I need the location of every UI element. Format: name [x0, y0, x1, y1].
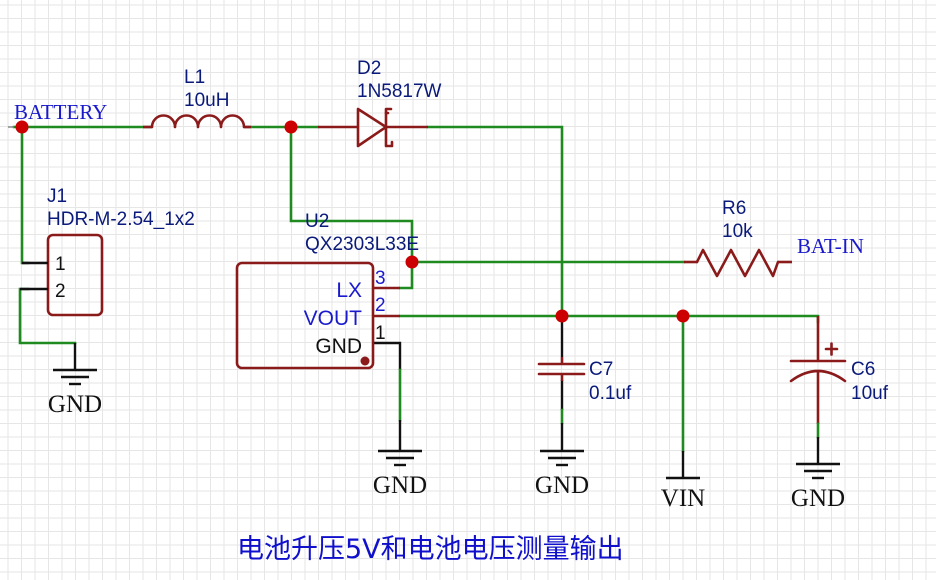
schematic-title: 电池升压5V和电池电压测量输出 [237, 534, 624, 565]
resistor-r6[interactable]: R6 10k [684, 198, 792, 278]
u2-pin1-num: 1 [375, 323, 386, 344]
j1-designator: J1 [47, 186, 67, 207]
j1-body [46, 233, 104, 317]
schottky-cathode-bar [384, 111, 394, 148]
l1-designator: L1 [184, 67, 205, 88]
c6-designator: C6 [851, 359, 875, 380]
wire-u2-gnd-pin [373, 341, 402, 370]
diode-triangle [356, 107, 388, 148]
ic-u2[interactable]: U2 QX2303L33E LX VOUT GND 3 2 1 [235, 211, 419, 370]
u2-value: QX2303L33E [305, 234, 419, 255]
vin-label: VIN [661, 485, 705, 512]
c7-designator: C7 [589, 359, 613, 380]
d2-value: 1N5817W [357, 81, 442, 102]
gnd-label-c7: GND [535, 472, 589, 499]
d2-designator: D2 [357, 58, 381, 79]
gnd-label-c6: GND [791, 485, 845, 512]
gnd-symbol-c6[interactable]: GND [791, 462, 845, 512]
j1-pin1-label: 1 [55, 254, 66, 275]
junction-vout-vin [676, 309, 690, 323]
gnd-symbol-u2[interactable]: GND [373, 449, 427, 499]
u2-pin3-num: 3 [375, 268, 386, 289]
wire-d2-to-vout[interactable] [426, 125, 564, 318]
junction-battery [15, 120, 29, 134]
gnd-symbol-c7[interactable]: GND [535, 449, 589, 499]
wire-battery-to-j1-pin1[interactable] [20, 125, 30, 265]
l1-value: 10uH [184, 90, 229, 111]
ground-icon [540, 449, 584, 467]
gnd-label-j1: GND [48, 391, 102, 418]
u2-pin-lx-name: LX [336, 279, 362, 302]
gnd-symbol-j1[interactable]: GND [48, 368, 102, 418]
wire-sw-to-u2-lx[interactable] [289, 125, 414, 264]
u2-pin-vout-name: VOUT [304, 307, 363, 330]
ground-icon [53, 368, 97, 386]
inductor-l1[interactable]: L1 10uH [143, 67, 251, 129]
j1-value: HDR-M-2.54_1x2 [47, 209, 195, 230]
gnd-label-u2: GND [373, 472, 427, 499]
ground-icon [796, 462, 840, 480]
wire-vout-rail[interactable] [398, 314, 820, 324]
j1-pin2-label: 2 [55, 281, 66, 302]
u2-pin1-marker [360, 356, 370, 366]
header-j1[interactable]: 1 2 J1 HDR-M-2.54_1x2 [20, 186, 195, 317]
wires [12, 125, 820, 478]
net-label-bat-in[interactable]: BAT-IN [797, 234, 864, 258]
junction-vout-c7 [555, 309, 569, 323]
u2-pin2-num: 2 [375, 295, 386, 316]
c7-value: 0.1uf [589, 383, 632, 404]
junctions [15, 120, 690, 323]
r6-designator: R6 [722, 198, 746, 219]
vin-symbol[interactable]: VIN [661, 476, 705, 512]
capacitor-c7[interactable]: C7 0.1uf [537, 357, 632, 404]
net-label-battery[interactable]: BATTERY [14, 100, 107, 124]
diode-d2[interactable]: D2 1N5817W [318, 58, 442, 148]
junction-sw [284, 120, 298, 134]
u2-pin-gnd-name: GND [315, 335, 362, 358]
r6-value: 10k [722, 221, 753, 242]
ground-icon [378, 449, 422, 467]
capacitor-c6[interactable]: C6 10uf [789, 342, 889, 405]
wire-u2-lx-pin[interactable] [398, 260, 414, 290]
junction-lx [405, 255, 419, 269]
u2-designator: U2 [305, 211, 329, 232]
c6-value: 10uf [851, 383, 889, 404]
